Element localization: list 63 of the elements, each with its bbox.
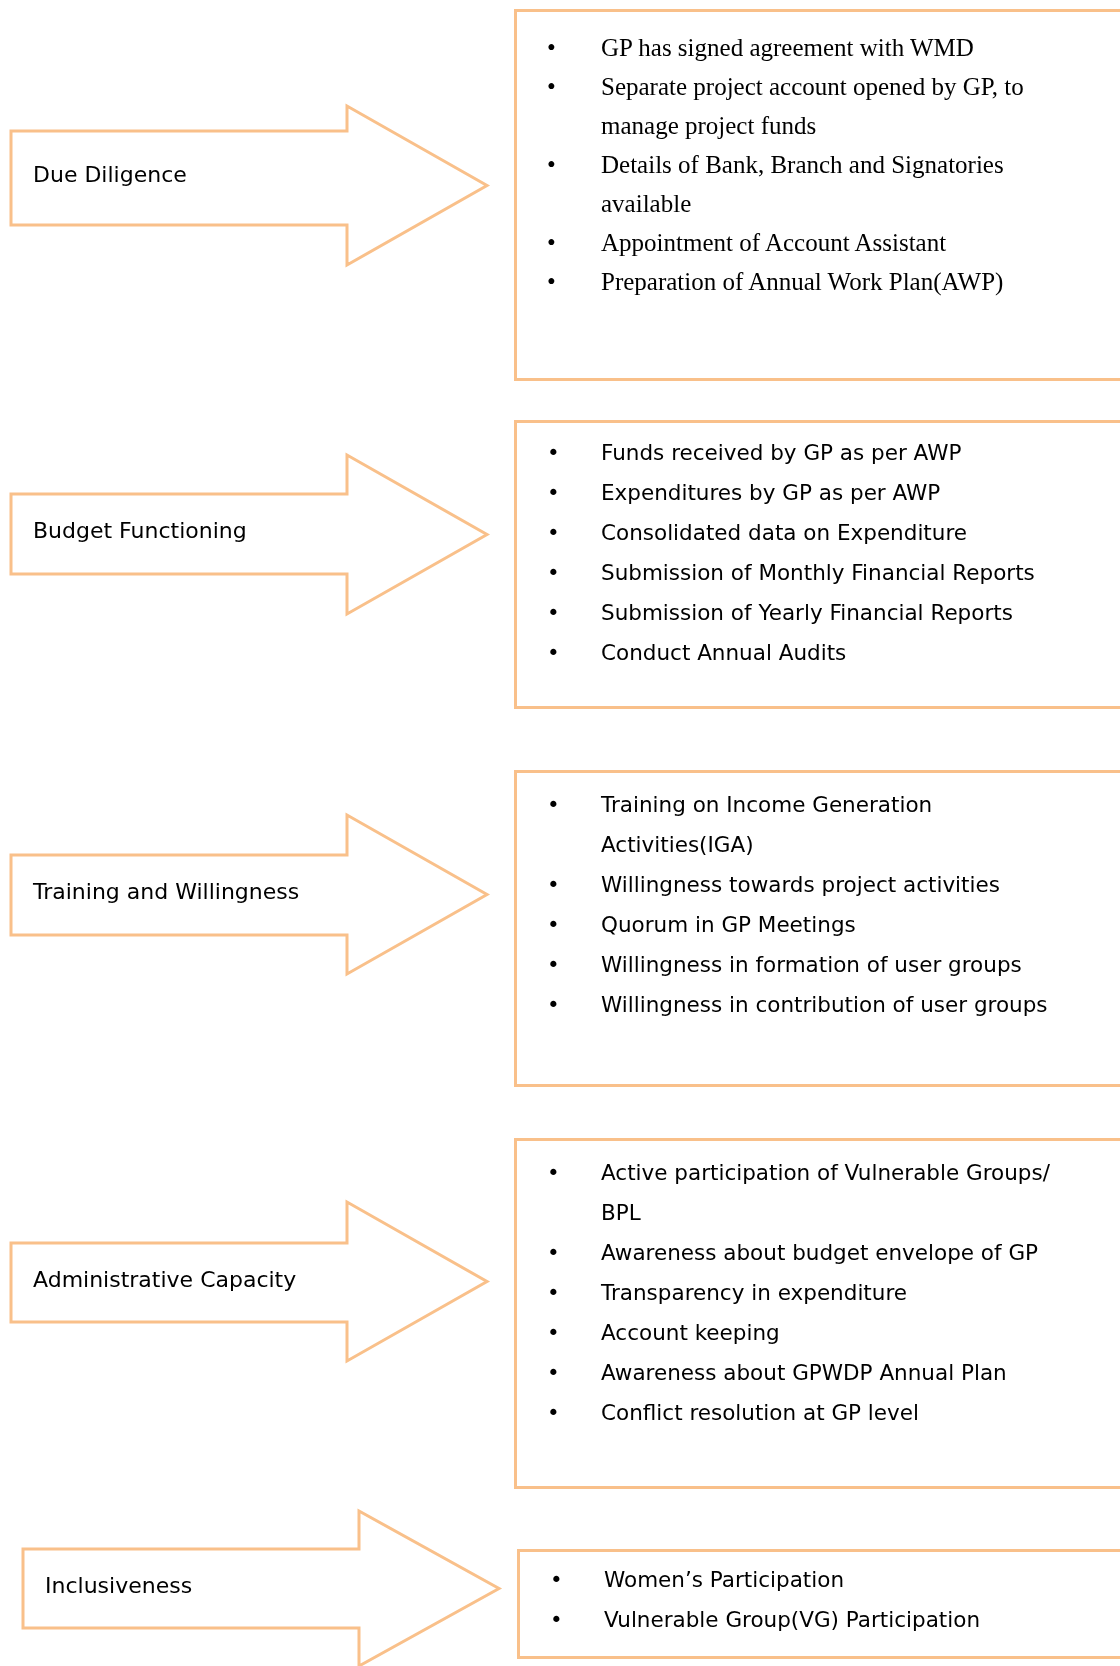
bullet-item: Conflict resolution at GP level [601,1400,919,1425]
bullet-item: Expenditures by GP as per AWP [601,480,941,505]
block-arrow [11,1202,487,1361]
bullet-item: Vulnerable Group(VG) Participation [604,1607,981,1632]
bullet-item: Quorum in GP Meetings [601,912,856,937]
block-arrow [11,106,487,265]
bullet-marker: • [547,150,556,180]
bullet-item: Submission of Monthly Financial Reports [601,560,1035,585]
bullet-item: Details of Bank, Branch and Signatories available [601,151,1004,217]
bullet-marker: • [547,33,556,63]
bullet-marker: • [550,1606,563,1634]
bullet-marker: • [550,1566,563,1594]
bullet-marker: • [547,911,560,939]
arrow-label: Inclusiveness [45,1572,193,1598]
bullet-item: Submission of Yearly Financial Reports [601,600,1013,625]
bullet-marker: • [547,1359,560,1387]
bullet-item: Account keeping [601,1320,780,1345]
bullet-marker: • [547,1279,560,1307]
bullet-marker: • [547,791,560,819]
bullet-marker: • [547,439,560,467]
bullet-item: Awareness about GPWDP Annual Plan [601,1360,1007,1385]
bullet-marker: • [547,1159,560,1187]
bullet-marker: • [547,991,560,1019]
bullet-item: Active participation of Vulnerable Groups/ BPL [601,1160,1050,1225]
bullet-item: Consolidated data on Expenditure [601,520,967,545]
bullet-item: Funds received by GP as per AWP [601,440,962,465]
bullet-item: Preparation of Annual Work Plan(AWP) [601,268,1004,295]
block-arrow [11,815,487,974]
bullet-item: Willingness in formation of user groups [601,952,1022,977]
bullet-marker: • [547,1319,560,1347]
bullet-marker: • [547,519,560,547]
bullet-item: Appointment of Account Assistant [601,229,947,256]
bullet-item: Women’s Participation [604,1567,845,1592]
bullet-marker: • [547,559,560,587]
arrow-label: Due Diligence [33,162,187,187]
bullet-list-box [514,420,1120,709]
arrow-label: Administrative Capacity [33,1266,297,1292]
block-arrow [11,455,487,614]
bullet-marker: • [547,479,560,507]
bullet-marker: • [547,639,560,667]
bullet-list-box [514,770,1120,1087]
bullet-marker: • [547,72,556,102]
bullet-item: Awareness about budget envelope of GP [601,1240,1039,1265]
bullet-list-box [514,9,1120,381]
bullet-item: Transparency in expenditure [601,1280,908,1305]
arrow-label: Budget Functioning [33,518,247,543]
bullet-list-box [517,1549,1120,1659]
bullet-marker: • [547,951,560,979]
bullet-item: GP has signed agreement with WMD [601,34,974,61]
arrow-label: Training and Willingness [33,879,300,904]
bullet-marker: • [547,1239,560,1267]
bullet-marker: • [547,267,556,297]
bullet-item: Conduct Annual Audits [601,640,847,665]
bullet-item: Willingness in contribution of user groups [601,992,1048,1017]
bullet-marker: • [547,1399,560,1427]
bullet-item: Willingness towards project activities [601,872,1000,897]
bullet-list-box [514,1138,1120,1489]
bullet-marker: • [547,228,556,258]
block-arrow [23,1511,499,1666]
bullet-marker: • [547,871,560,899]
bullet-marker: • [547,599,560,627]
bullet-item: Training on Income Generation Activities(IGA) [601,792,933,857]
bullet-item: Separate project account opened by GP, to manage project funds [601,73,1024,139]
